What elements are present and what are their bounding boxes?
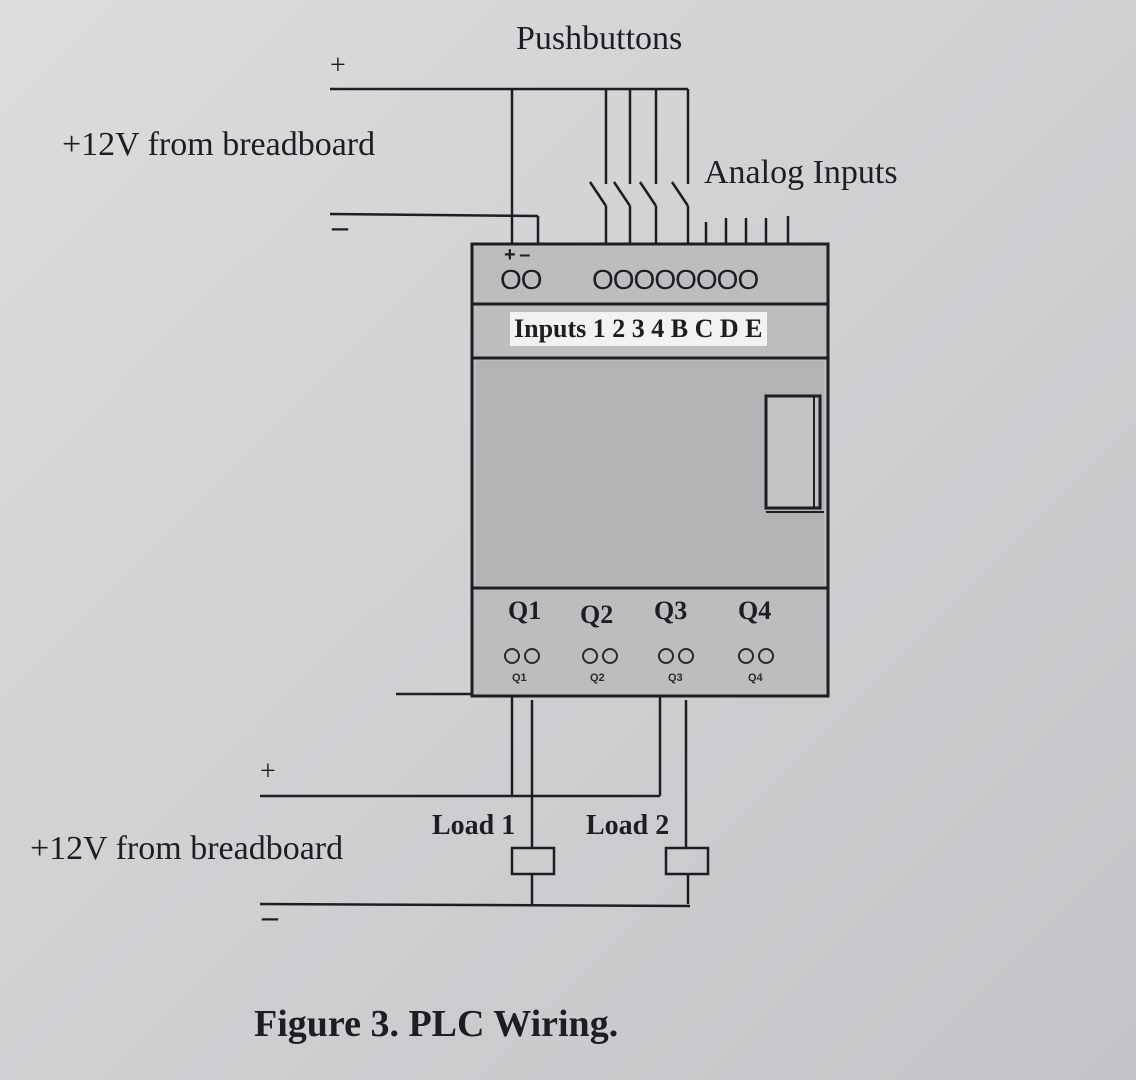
output-q3-label: Q3 (654, 596, 688, 625)
output-q1-terminal-label: Q1 (512, 672, 527, 684)
load-1-coil (510, 846, 556, 876)
minus-bottom-sign: – (262, 898, 278, 934)
analog-input-wires (704, 216, 790, 246)
output-q2-terminal-label: Q2 (590, 672, 605, 684)
minus-top-sign: – (332, 208, 348, 244)
analog-inputs-label: Analog Inputs (704, 154, 898, 191)
load-1-label: Load 1 (432, 810, 516, 841)
output-terminal-screws (504, 648, 774, 664)
plc-side-slot (764, 394, 822, 510)
output-q1-label: Q1 (508, 596, 542, 625)
supply-top-minus-wire (329, 212, 539, 218)
power-terminals: OO (500, 264, 543, 295)
output-q2-label: Q2 (580, 600, 614, 629)
figure-caption: Figure 3. PLC Wiring. (254, 1003, 619, 1045)
output-q4-label: Q4 (738, 596, 772, 625)
inputs-row-label: Inputs 1 2 3 4 B C D E (510, 312, 767, 346)
output-q3-terminal-label: Q3 (668, 672, 683, 684)
output-q4-terminal-label: Q4 (748, 672, 763, 684)
output-wiring (259, 692, 691, 908)
plus-bottom-sign: + (260, 756, 276, 787)
load-2-label: Load 2 (586, 810, 670, 841)
pushbutton-switches (588, 89, 690, 246)
plus-top-sign: + (330, 50, 346, 81)
supply-top-label: +12V from breadboard (62, 126, 376, 163)
power-terminal-signs: + – (504, 244, 530, 266)
supply-bottom-label: +12V from breadboard (30, 830, 344, 867)
input-terminals: OOOOOOOO (592, 264, 759, 295)
load-2-coil (664, 846, 710, 876)
pushbuttons-label: Pushbuttons (516, 20, 683, 57)
